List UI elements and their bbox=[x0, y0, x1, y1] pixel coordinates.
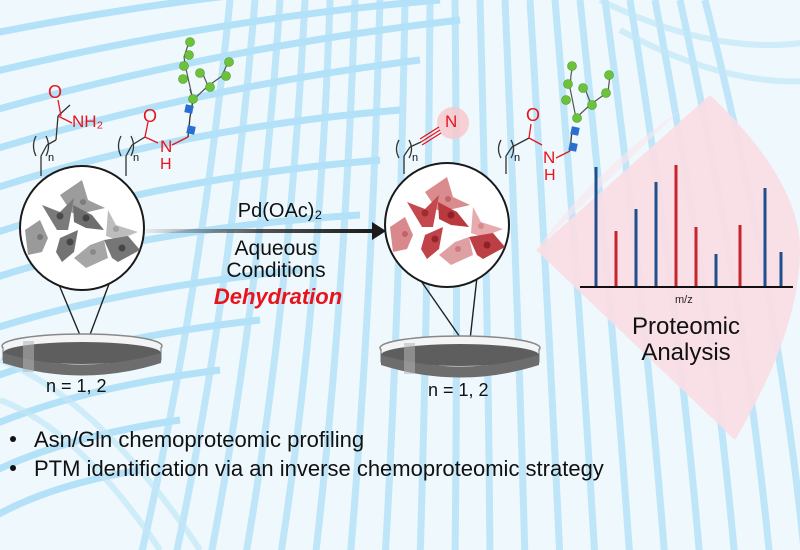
right-carbonyl-o: O bbox=[526, 105, 541, 125]
proteomic-analysis-line-2: Analysis bbox=[641, 339, 731, 366]
left-amide-nh2: NH₂ bbox=[72, 112, 104, 131]
spectrum-fan-background bbox=[536, 95, 800, 440]
right-nitrile-n: N bbox=[445, 112, 458, 131]
left-glycan-n: N bbox=[160, 137, 173, 156]
left-petri-dish bbox=[1, 333, 163, 376]
left-carbonyl-o: O bbox=[48, 82, 63, 102]
right-glycan-sidechain bbox=[497, 123, 573, 174]
proteomic-analysis-line-1: Proteomic bbox=[631, 313, 741, 340]
dehydration-label: Dehydration bbox=[213, 284, 343, 309]
right-red-cells bbox=[390, 177, 505, 265]
right-glycan-tree bbox=[561, 61, 614, 152]
left-n-subscript-2: n bbox=[133, 152, 140, 164]
right-petri-dish bbox=[379, 335, 541, 378]
right-glycan-n: N bbox=[543, 148, 556, 167]
left-glycan-h: H bbox=[160, 156, 172, 173]
right-glycan-h: H bbox=[544, 167, 556, 184]
right-dish-n-label: n = 1, 2 bbox=[428, 380, 489, 400]
reagent-label: Pd(OAc)₂ bbox=[237, 200, 323, 222]
bullet-item: PTM identification via an inverse chemop… bbox=[8, 454, 604, 483]
left-gray-cells bbox=[25, 180, 140, 268]
left-dish-n-label: n = 1, 2 bbox=[46, 376, 107, 396]
left-glycan-tree bbox=[178, 37, 234, 135]
bullet-text: PTM identification via an inverse chemop… bbox=[34, 456, 604, 481]
right-nitrile-sidechain bbox=[395, 126, 442, 174]
left-n-subscript-1: n bbox=[48, 152, 55, 164]
conditions-line-1: Aqueous bbox=[234, 237, 318, 260]
right-n-subscript-1: n bbox=[412, 152, 419, 164]
summary-bullet-list: Asn/Gln chemoproteomic profiling PTM ide… bbox=[8, 425, 604, 483]
reaction-arrow bbox=[145, 222, 386, 240]
bullet-dot-icon bbox=[10, 435, 16, 442]
conditions-line-2: Conditions bbox=[226, 259, 326, 282]
spectrum-mz-label: m/z bbox=[675, 294, 693, 306]
right-n-subscript-2: n bbox=[514, 152, 521, 164]
bullet-text: Asn/Gln chemoproteomic profiling bbox=[34, 427, 365, 452]
nitrile-highlight bbox=[437, 107, 469, 139]
left-carbonyl-o-2: O bbox=[143, 106, 158, 126]
left-magnified-cells-circle bbox=[19, 165, 145, 291]
bullet-item: Asn/Gln chemoproteomic profiling bbox=[8, 425, 604, 454]
left-asn-gln-sidechain bbox=[32, 99, 73, 176]
left-glycan-sidechain bbox=[117, 88, 194, 176]
bullet-dot-icon bbox=[10, 464, 16, 471]
right-magnified-cells-circle bbox=[384, 162, 510, 288]
mass-spectrum bbox=[594, 165, 783, 287]
